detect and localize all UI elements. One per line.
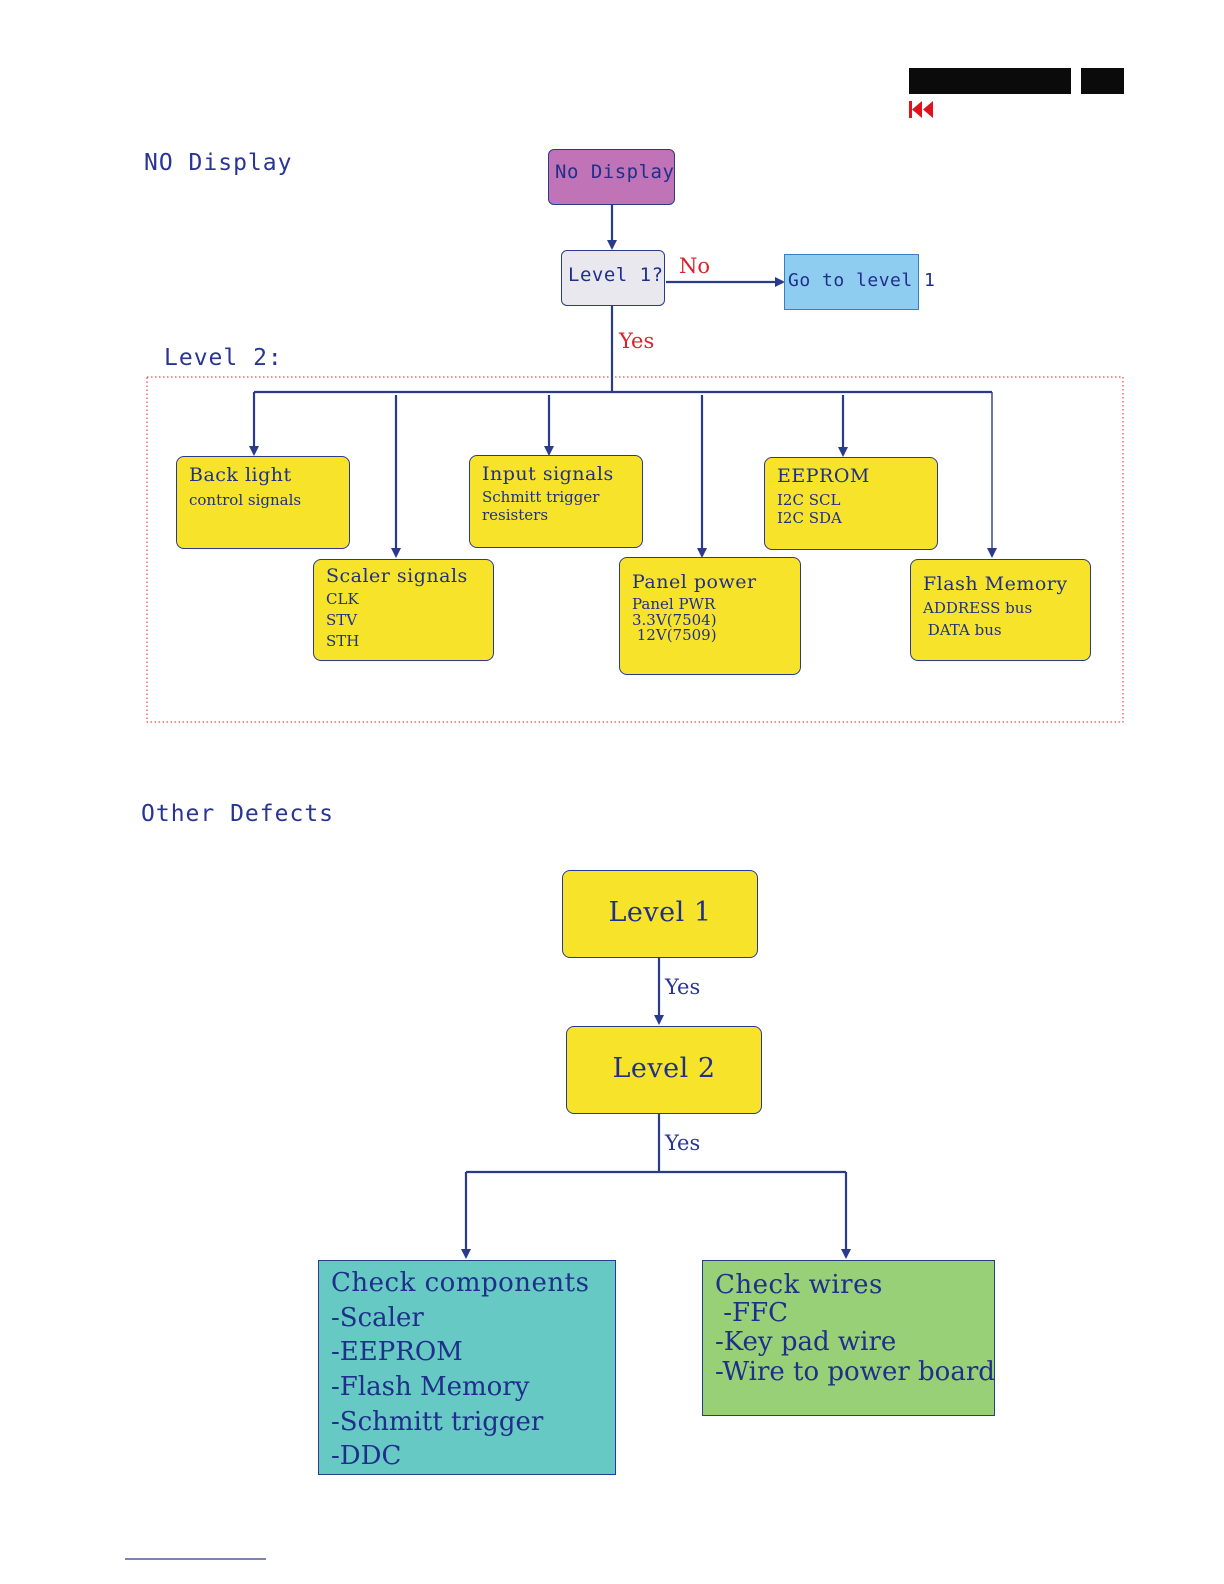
level2-heading: Level 2: (164, 345, 283, 371)
check-components-item: -Schmitt trigger (331, 1406, 544, 1437)
check-components-item: -Flash Memory (331, 1371, 530, 1402)
goto-level1-label: Go to level 1 (788, 270, 936, 291)
check-components-item: -DDC (331, 1441, 402, 1472)
scaler-line: CLK (326, 589, 359, 608)
eeprom-line: I2C SCL (777, 490, 841, 509)
input-line: resisters (482, 505, 549, 524)
panel-title: Panel power (632, 571, 757, 593)
check-wires-box: Check wires -FFC -Key pad wire -Wire to … (702, 1260, 995, 1416)
check-wires-title: Check wires (715, 1270, 883, 1300)
eeprom-line: I2C SDA (777, 508, 842, 527)
panel-line: 12V(7509) (632, 626, 717, 645)
check-wires-item: -FFC (715, 1297, 789, 1328)
no-label: No (679, 254, 711, 278)
no-display-box: No Display (548, 149, 675, 205)
level1-decision-box: Level 1? (561, 250, 665, 306)
scaler-title: Scaler signals (326, 565, 468, 587)
no-display-box-label: No Display (555, 161, 675, 183)
other-defects-heading: Other Defects (141, 801, 335, 827)
check-components-item: -EEPROM (331, 1337, 463, 1368)
panel-power-box: Panel power Panel PWR 3.3V(7504) 12V(750… (619, 557, 801, 675)
eeprom-box: EEPROM I2C SCL I2C SDA (764, 457, 938, 550)
flash-line: DATA bus (923, 620, 1002, 639)
scaler-line: STV (326, 610, 358, 629)
header-page-box (1081, 68, 1124, 94)
header-bar (909, 68, 1071, 94)
flash-memory-box: Flash Memory ADDRESS bus DATA bus (910, 559, 1091, 661)
yes-label-1: Yes (665, 975, 701, 999)
level1-box: Level 1 (562, 870, 758, 958)
panel-line: Panel PWR (632, 594, 716, 613)
level2-box-label: Level 2 (612, 1053, 716, 1084)
flash-line: ADDRESS bus (923, 598, 1033, 617)
scaler-signals-box: Scaler signals CLK STV STH (313, 559, 494, 661)
goto-level1-box: Go to level 1 (784, 254, 936, 310)
check-wires-item: -Wire to power board (715, 1357, 995, 1388)
check-wires-item: -Key pad wire (715, 1326, 897, 1357)
backlight-line: control signals (189, 490, 302, 509)
no-display-heading: NO Display (144, 150, 293, 176)
yes-label-2: Yes (665, 1131, 701, 1155)
flash-title: Flash Memory (923, 573, 1068, 595)
check-components-item: -Scaler (331, 1302, 424, 1333)
check-components-title: Check components (331, 1268, 590, 1298)
scaler-line: STH (326, 631, 360, 650)
level1-box-label: Level 1 (608, 897, 712, 928)
backlight-title: Back light (189, 464, 292, 486)
level1-decision-label: Level 1? (568, 264, 664, 286)
input-signals-box: Input signals Schmitt trigger resisters (469, 455, 643, 548)
backlight-box: Back light control signals (176, 456, 350, 549)
panel-line: 3.3V(7504) (632, 610, 717, 629)
input-title: Input signals (482, 463, 614, 485)
input-line: Schmitt trigger (482, 487, 600, 506)
yes-label: Yes (619, 329, 655, 353)
level2-box: Level 2 (566, 1026, 762, 1114)
level2-group-border (146, 376, 1124, 723)
check-components-box: Check components -Scaler -EEPROM -Flash … (318, 1260, 616, 1475)
eeprom-title: EEPROM (777, 465, 870, 487)
